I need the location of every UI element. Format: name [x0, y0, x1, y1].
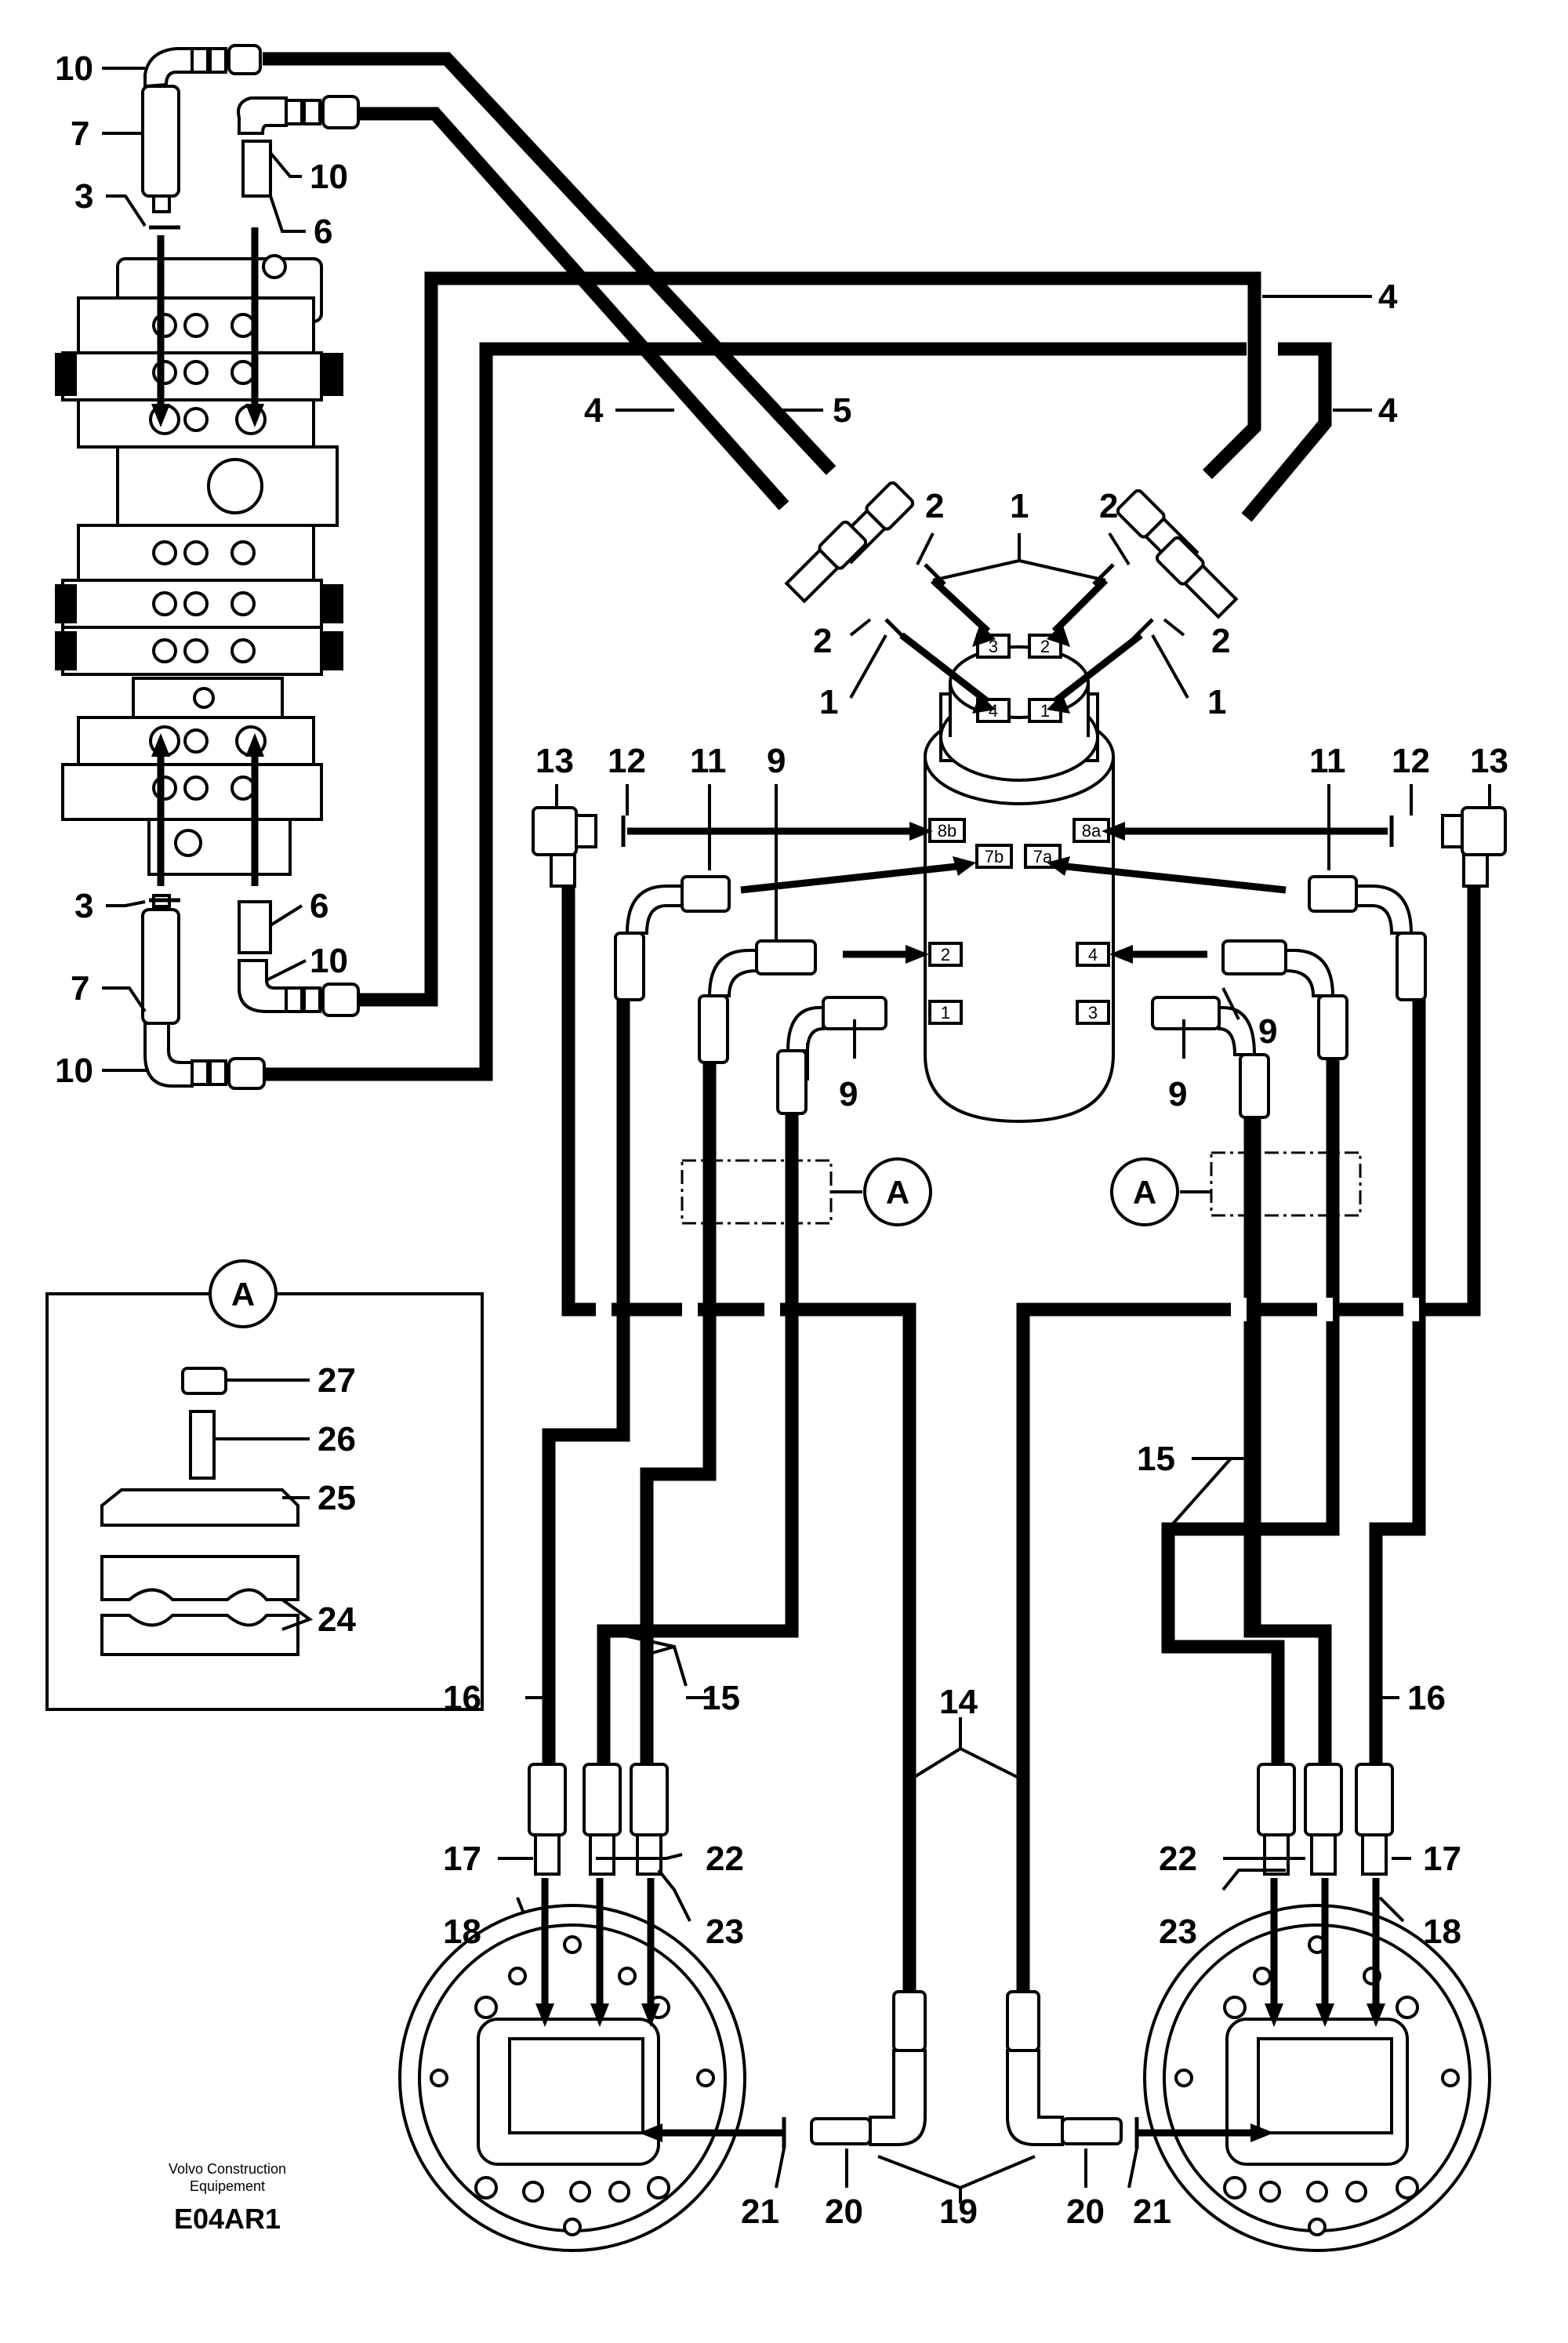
- travel-motor-right: [1143, 1904, 1491, 2252]
- callout: 22: [1159, 1840, 1197, 1878]
- callout: 4: [1378, 278, 1398, 316]
- seal-rings: [149, 225, 1394, 2149]
- callout: 2: [1211, 622, 1230, 660]
- center-swivel-joint: [924, 645, 1115, 1124]
- callout: 4: [1378, 391, 1398, 430]
- callout: 9: [767, 742, 786, 780]
- callout: 17: [1423, 1840, 1461, 1878]
- callout: 24: [318, 1600, 356, 1639]
- callout: 10: [55, 49, 93, 88]
- callout: 18: [1423, 1913, 1461, 1951]
- callout: 23: [1159, 1913, 1197, 1951]
- callout: 25: [318, 1479, 356, 1517]
- callout: 11: [1309, 742, 1346, 780]
- callout: 22: [706, 1840, 744, 1878]
- port-label: 1: [941, 1003, 950, 1023]
- callout: 5: [833, 391, 851, 430]
- callout: 1: [1207, 683, 1226, 721]
- callout: 26: [318, 1420, 356, 1458]
- callout: 6: [314, 213, 332, 251]
- port-label: 7b: [985, 847, 1004, 866]
- callout: 9: [1168, 1075, 1187, 1113]
- callout: 2: [1099, 487, 1118, 525]
- port-label: 2: [941, 945, 950, 964]
- control-valve-block: [55, 254, 343, 876]
- callout: 20: [1066, 2192, 1105, 2231]
- callout: 21: [1133, 2192, 1171, 2231]
- hose-crossing-gaps: [596, 1298, 1419, 1321]
- callout: 9: [1258, 1012, 1277, 1051]
- detail-marker-a: A: [231, 1276, 255, 1313]
- port-label: 3: [1088, 1003, 1098, 1023]
- callout: 10: [310, 158, 348, 196]
- callout: 10: [55, 1052, 93, 1090]
- port-label: 8b: [938, 821, 956, 841]
- callout: 15: [702, 1679, 740, 1717]
- callout: 2: [813, 622, 832, 660]
- drawing-code: E04AR1: [174, 2203, 281, 2235]
- detail-marker-a: A: [1133, 1174, 1156, 1211]
- callout: 20: [825, 2192, 863, 2231]
- port-label: 2: [1040, 637, 1050, 656]
- port-label: 8a: [1082, 821, 1102, 841]
- callout: 27: [318, 1361, 356, 1400]
- detail-marker-a: A: [886, 1174, 909, 1211]
- callout: 9: [839, 1075, 858, 1113]
- callout: 15: [1137, 1440, 1175, 1478]
- port-label: 3: [989, 637, 998, 656]
- callout-numbers: 10 7 3 10 6 4 4 5 4 2 1 2 2 2 1 1 13 12 …: [55, 49, 1508, 2231]
- callout: 23: [706, 1913, 744, 1951]
- port-label: 1: [1040, 701, 1050, 721]
- callout: 3: [74, 887, 93, 925]
- callout: 7: [71, 114, 89, 153]
- callout: 2: [925, 487, 944, 525]
- callout: 7: [71, 969, 89, 1008]
- travel-motor-left: [398, 1904, 746, 2252]
- callout: 13: [1470, 742, 1508, 780]
- hose-end-fittings-upper: [532, 806, 1507, 1119]
- callout: 18: [443, 1913, 481, 1951]
- callout: 3: [74, 177, 93, 216]
- callout: 11: [690, 742, 727, 780]
- port-label: 4: [1088, 945, 1098, 964]
- callout: 12: [1392, 742, 1430, 780]
- flow-arrows: [151, 227, 1388, 2142]
- callout: 13: [535, 742, 574, 780]
- callout: 6: [310, 887, 328, 925]
- detail-a-clamp-markers: A A: [681, 1151, 1362, 1226]
- callout: 1: [1010, 487, 1029, 525]
- callout: 10: [310, 942, 348, 980]
- callout: 17: [443, 1840, 481, 1878]
- swivel-top-fittings: [784, 481, 1239, 619]
- detail-a-inset: A: [45, 1259, 484, 1711]
- swivel-port-labels: 3 2 4 1 8b 8a 7b 7a 2 4 1 3: [928, 634, 1110, 1025]
- callout: 16: [1407, 1679, 1446, 1717]
- callout: 21: [741, 2192, 779, 2231]
- callout: 19: [939, 2192, 978, 2231]
- callout: 16: [443, 1679, 481, 1717]
- callout: 14: [939, 1683, 978, 1721]
- callout: 4: [584, 391, 604, 430]
- leader-lines: [102, 67, 1491, 2203]
- hoses-swivel-to-motors: [542, 886, 1481, 1992]
- hoses-valve-to-swivel: [263, 52, 1332, 1081]
- callout: 12: [608, 742, 646, 780]
- callout: 1: [819, 683, 838, 721]
- hose-end-fittings-lower: [528, 1763, 1394, 2146]
